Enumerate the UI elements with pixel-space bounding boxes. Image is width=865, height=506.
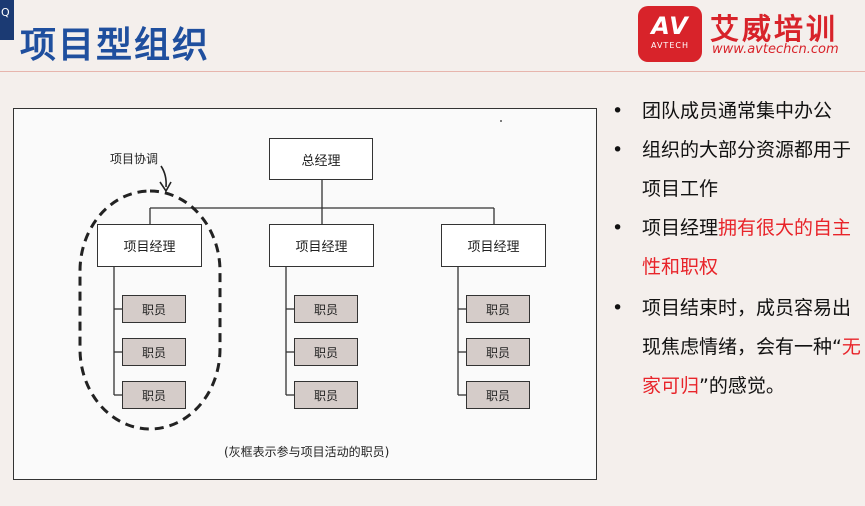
slide-title: 项目型组织 <box>20 25 211 66</box>
project-manager-box-1: 项目经理 <box>97 224 202 267</box>
bullet-item: • 项目经理拥有很大的自主性和职权 <box>608 209 865 287</box>
bullet-highlight: 拥有很大的自主性和职权 <box>642 217 852 278</box>
slide-tab-marker: Q <box>0 0 14 40</box>
bullet-text: 团队成员通常集中办公 <box>642 100 833 122</box>
staff-box: 职员 <box>122 381 186 409</box>
org-chart-diagram: 项目协调 总经理 项目经理 项目经理 项目经理 职员 职员 职员 职员 职员 职… <box>13 108 597 480</box>
bullet-marker: • <box>612 217 624 239</box>
logo-name: 艾威培训 <box>710 12 839 46</box>
staff-box: 职员 <box>294 381 358 409</box>
diagram-caption: (灰框表示参与项目活动的职员) <box>224 445 390 459</box>
bullet-item: • 项目结束时，成员容易出现焦虑情绪，会有一种“无家可归”的感觉。 <box>608 289 865 406</box>
project-manager-box-3: 项目经理 <box>441 224 546 267</box>
coordination-dashed-outline <box>78 189 222 431</box>
bullet-highlight: 无家可归 <box>642 336 861 397</box>
logo-badge-sub: AVTECH <box>651 41 689 50</box>
bullet-marker: • <box>612 139 624 161</box>
bullet-list: • 团队成员通常集中办公 • 组织的大部分资源都用于项目工作 • 项目经理拥有很… <box>608 92 865 406</box>
bullet-text: 组织的大部分资源都用于项目工作 <box>642 139 852 200</box>
bullet-item: • 组织的大部分资源都用于项目工作 <box>608 131 865 209</box>
general-manager-box: 总经理 <box>269 138 373 180</box>
avtech-logo: AV AVTECH 艾威培训 www.avtechcn.com <box>638 6 860 64</box>
staff-box: 职员 <box>294 338 358 366</box>
staff-box: 职员 <box>122 295 186 323</box>
staff-box: 职员 <box>466 295 530 323</box>
staff-box: 职员 <box>466 338 530 366</box>
bullet-item: • 团队成员通常集中办公 <box>608 92 865 131</box>
bullet-text: 项目结束时，成员容易出现焦虑情绪，会有一种“ <box>642 297 852 358</box>
logo-url: www.avtechcn.com <box>712 42 839 57</box>
logo-badge-text: AV <box>651 12 689 40</box>
stray-dot <box>500 120 502 122</box>
tab-glyph: Q <box>1 6 10 19</box>
coordination-label: 项目协调 <box>110 152 159 166</box>
staff-box: 职员 <box>466 381 530 409</box>
staff-box: 职员 <box>122 338 186 366</box>
logo-badge: AV AVTECH <box>638 6 702 62</box>
project-manager-box-2: 项目经理 <box>269 224 374 267</box>
bullet-marker: • <box>612 297 624 319</box>
header-divider <box>0 71 865 72</box>
bullet-text-end: ”的感觉。 <box>699 375 785 397</box>
bullet-text: 项目经理 <box>642 217 719 239</box>
bullet-marker: • <box>612 100 624 122</box>
staff-box: 职员 <box>294 295 358 323</box>
org-chart-connectors <box>78 165 495 431</box>
